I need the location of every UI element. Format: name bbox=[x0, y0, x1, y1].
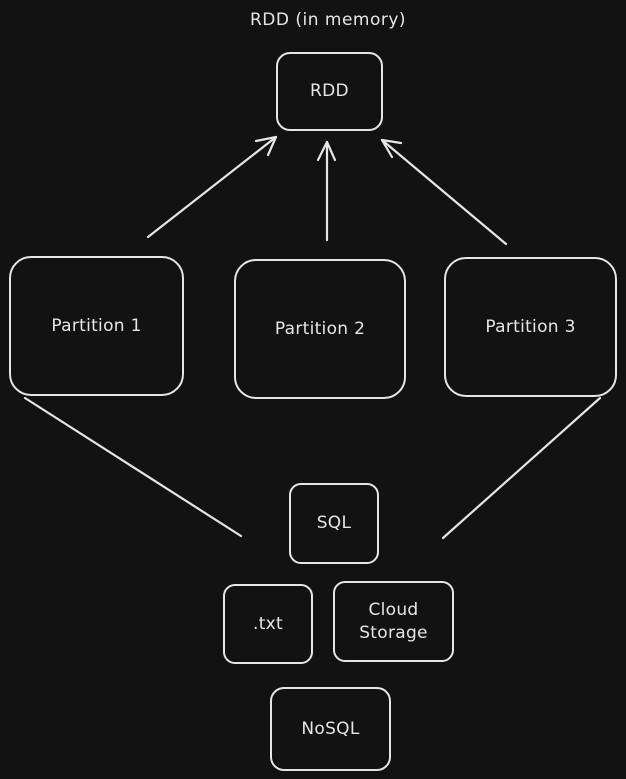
arrow-partition3-to-rdd bbox=[380, 138, 508, 246]
source-cloud-storage-node: Cloud Storage bbox=[333, 581, 454, 662]
partition-1-node: Partition 1 bbox=[9, 256, 184, 396]
diagram-title: RDD (in memory) bbox=[249, 10, 407, 30]
source-nosql-node: NoSQL bbox=[270, 687, 391, 771]
line-sources-to-partition3 bbox=[441, 396, 602, 540]
partition-2-node: Partition 2 bbox=[234, 259, 406, 399]
arrow-partition1-to-rdd bbox=[146, 135, 278, 239]
line-sources-to-partition1 bbox=[23, 396, 243, 538]
arrow-partition2-to-rdd bbox=[316, 140, 337, 242]
partition-3-node: Partition 3 bbox=[444, 257, 617, 397]
source-sql-node: SQL bbox=[289, 483, 379, 564]
rdd-node: RDD bbox=[276, 52, 383, 131]
source-txt-node: .txt bbox=[223, 584, 313, 664]
